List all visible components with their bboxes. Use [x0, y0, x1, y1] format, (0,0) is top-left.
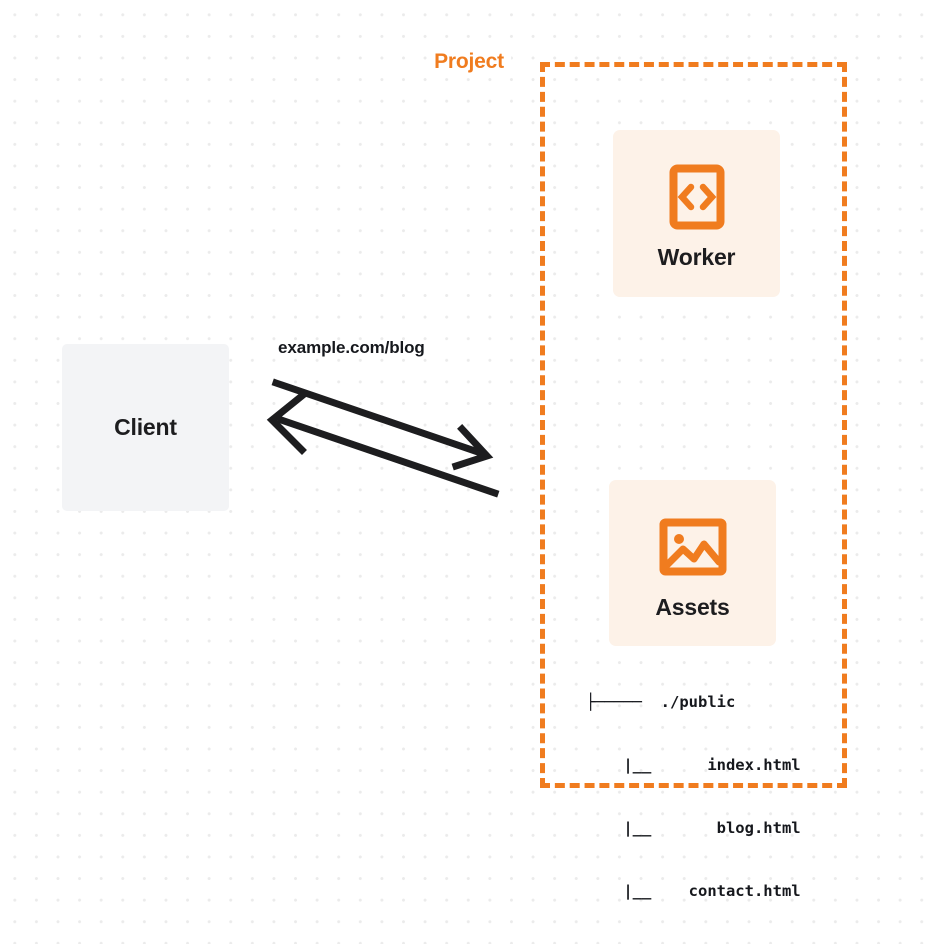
- node-client[interactable]: Client: [62, 344, 229, 511]
- node-client-label: Client: [114, 414, 177, 440]
- diagram-canvas: Client example.com/blog Project Worker: [62, 50, 847, 900]
- file-tree-line: |__ index.html: [586, 756, 801, 774]
- node-assets-label: Assets: [655, 594, 730, 620]
- file-tree-line: |__ contact.html: [586, 882, 801, 900]
- file-tree-line: ├───── ./public: [586, 693, 736, 711]
- image-landscape-icon: [659, 512, 727, 582]
- code-brackets-icon: [669, 162, 725, 232]
- node-worker-label: Worker: [657, 244, 736, 270]
- edge-label-request-url: example.com/blog: [278, 338, 425, 357]
- arrow-project-to-client: [266, 390, 500, 498]
- group-project-title: Project: [427, 50, 511, 74]
- assets-file-tree: ├───── ./public |__ index.html |__ blog.…: [586, 650, 801, 944]
- node-worker[interactable]: Worker: [613, 130, 780, 297]
- arrow-client-to-project: [271, 378, 494, 471]
- file-tree-line: |__ blog.html: [586, 819, 801, 837]
- group-project: [540, 62, 847, 788]
- node-assets[interactable]: Assets: [609, 480, 776, 646]
